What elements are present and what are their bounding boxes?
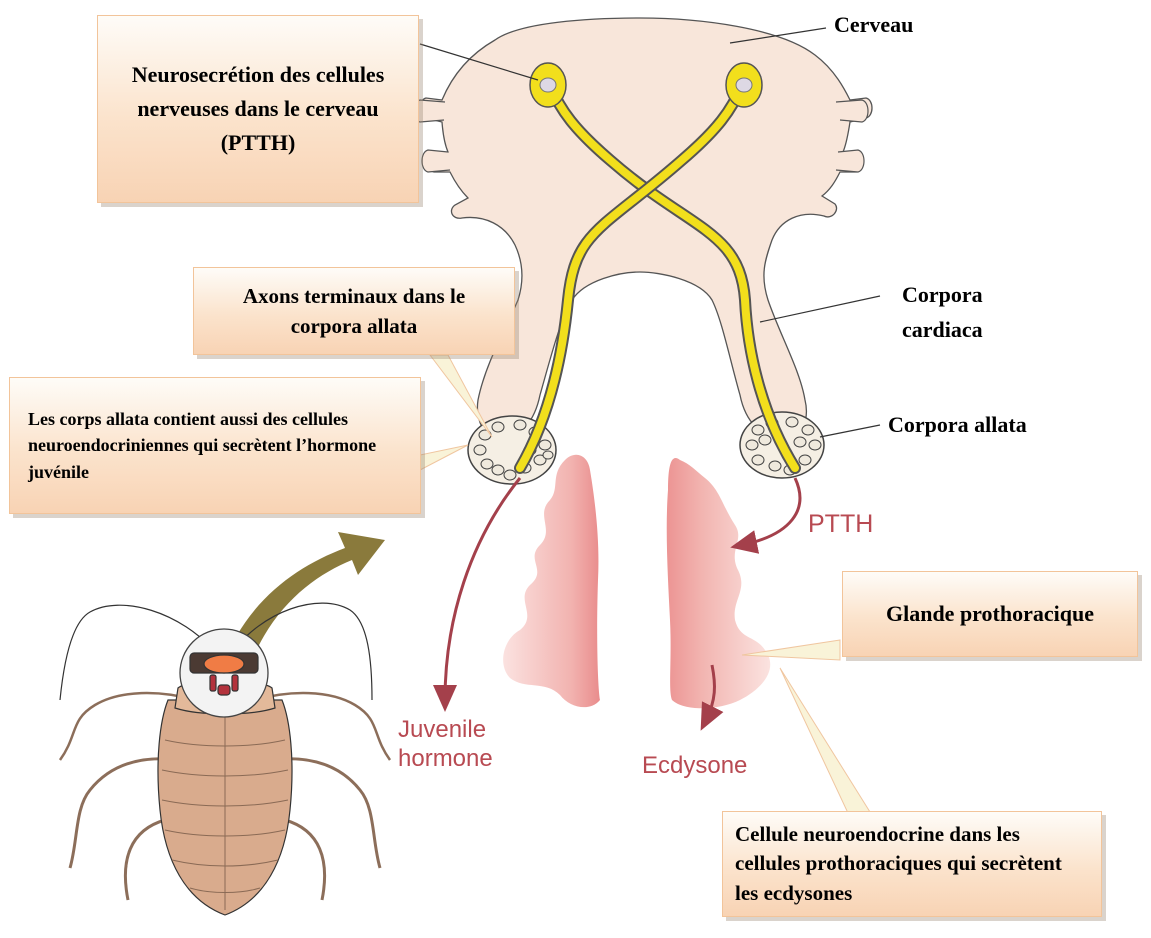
- label-corpora-allata: Corpora allata: [888, 412, 1027, 438]
- insect-illustration: [60, 603, 390, 915]
- brain-shape: [420, 18, 872, 440]
- callout-axons: Axons terminaux dans le corpora allata: [193, 267, 515, 355]
- callout-cellule: Cellule neuroendocrine dans les cellules…: [722, 811, 1102, 917]
- label-ptth: PTTH: [808, 510, 873, 539]
- callout-glande-text: Glande prothoracique: [886, 601, 1094, 627]
- label-juvenile-hormone: Juvenile hormone: [398, 716, 528, 774]
- prothoracic-gland-right: [667, 458, 771, 708]
- callout-neurosecretion: Neurosecrétion des cellules nerveuses da…: [97, 15, 419, 203]
- label-cerveau: Cerveau: [834, 12, 913, 38]
- prothoracic-gland-left: [503, 455, 600, 707]
- callout-glande: Glande prothoracique: [842, 571, 1138, 657]
- callout-axons-text: Axons terminaux dans le corpora allata: [214, 281, 494, 342]
- callout-corps-allata-text: Les corps allata contient aussi des cell…: [28, 406, 402, 484]
- callout-corps-allata: Les corps allata contient aussi des cell…: [9, 377, 421, 514]
- label-corpora-cardiaca: Corpora cardiaca: [902, 277, 1022, 347]
- ptth-arrow: [742, 478, 800, 545]
- label-ecdysone: Ecdysone: [642, 752, 747, 780]
- callout-cellule-text: Cellule neuroendocrine dans les cellules…: [735, 820, 1089, 908]
- callout-neurosecretion-text: Neurosecrétion des cellules nerveuses da…: [128, 58, 388, 160]
